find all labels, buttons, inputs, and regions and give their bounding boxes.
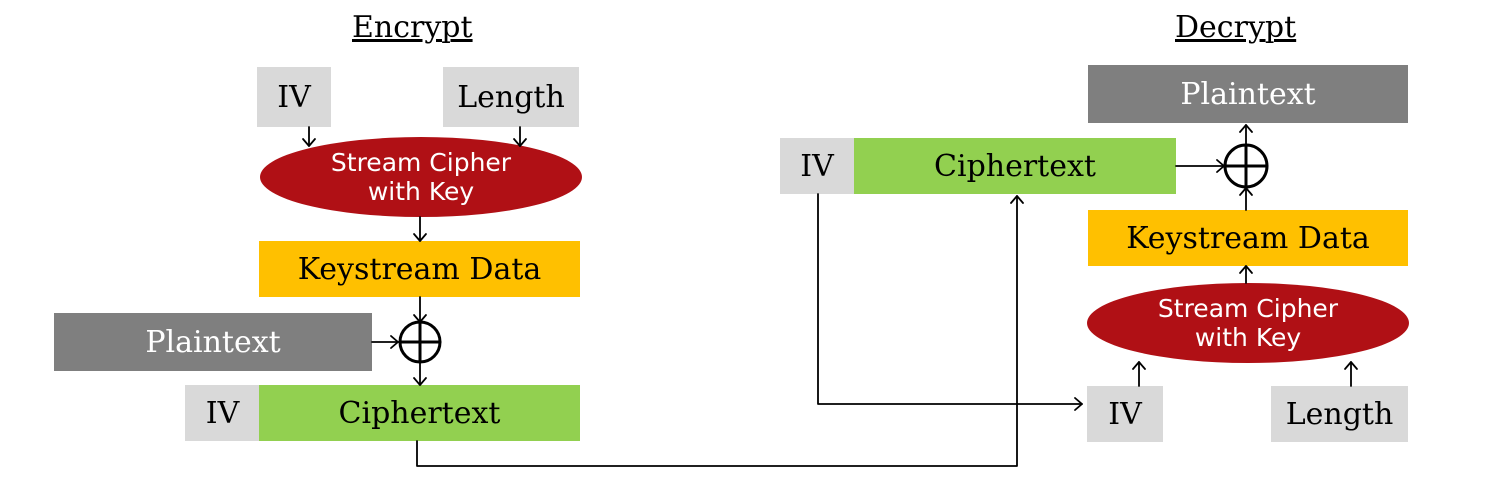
- encrypt-length-input: Length: [443, 67, 579, 127]
- decrypt-length: Length: [1271, 386, 1408, 442]
- arrowhead: [1239, 265, 1253, 274]
- transmission-line: [416, 195, 1018, 467]
- encrypt-stream-cipher: Stream Cipher with Key: [260, 137, 582, 217]
- arrowhead: [302, 138, 316, 147]
- arrowhead: [1074, 397, 1083, 411]
- encrypt-cipher-label-line2: with Key: [367, 177, 475, 206]
- decrypt-plaintext: Plaintext: [1088, 65, 1408, 123]
- arrowhead: [1239, 124, 1253, 133]
- encrypt-keystream-data: Keystream Data: [259, 241, 580, 297]
- arrowhead: [390, 335, 399, 349]
- decrypt-keystream-data: Keystream Data: [1088, 210, 1408, 266]
- encrypt-output-iv: IV: [185, 385, 260, 441]
- decrypt-cipher-label-line1: Stream Cipher: [1157, 293, 1339, 323]
- encrypt-iv-input: IV: [257, 67, 331, 127]
- arrowhead: [1010, 195, 1024, 204]
- decrypt-heading: Decrypt: [1175, 10, 1297, 45]
- arrowhead: [1132, 361, 1146, 370]
- arrowhead: [413, 233, 427, 242]
- encrypt-plaintext: Plaintext: [54, 313, 372, 371]
- decrypt-iv: IV: [1087, 386, 1163, 442]
- arrowhead: [1344, 361, 1358, 370]
- decrypt-cipher-label-line2: with Key: [1194, 323, 1302, 352]
- decrypt-input-ciphertext: Ciphertext: [854, 138, 1176, 194]
- encrypt-cipher-label-line1: Stream Cipher: [330, 147, 512, 177]
- decrypt-iv-route: [817, 193, 1083, 405]
- arrowhead: [513, 138, 527, 147]
- decrypt-input-iv: IV: [780, 138, 854, 194]
- arrowhead: [413, 377, 427, 386]
- encrypt-heading: Encrypt: [352, 10, 473, 45]
- decrypt-stream-cipher: Stream Cipher with Key: [1087, 283, 1409, 363]
- encrypt-output-ciphertext: Ciphertext: [259, 385, 580, 441]
